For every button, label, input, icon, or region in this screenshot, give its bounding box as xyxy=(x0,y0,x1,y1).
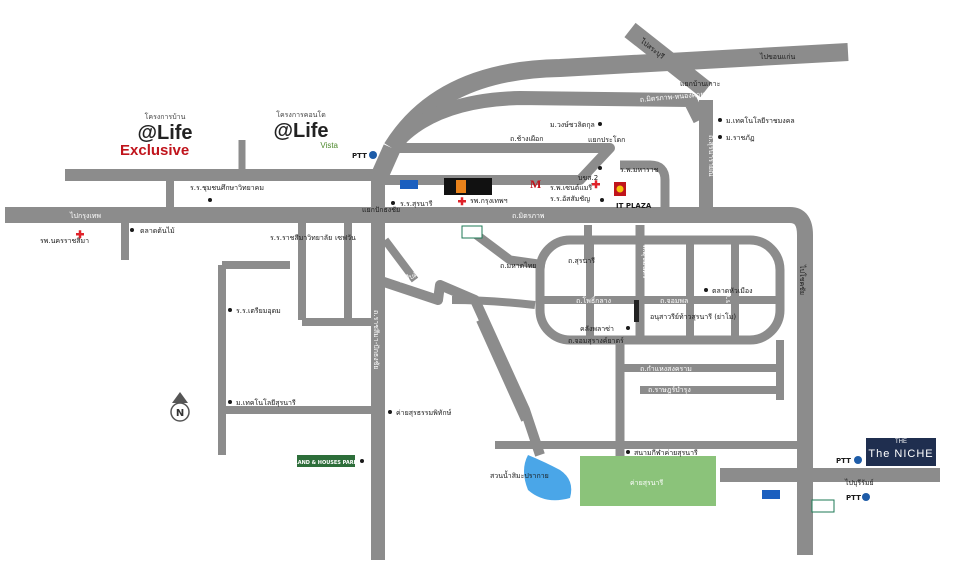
north-symbol: N xyxy=(176,408,184,419)
elife-vista-logo: โครงการคอนโด @Life Vista xyxy=(256,110,346,150)
label-mittraphap: ถ.มิตรภาพ xyxy=(512,212,545,220)
label-stadium: สนามกีฬาค่ายสุรนารี xyxy=(634,449,698,457)
label-kamhaeng: ถ.กำแหงสงคราม xyxy=(640,365,692,373)
elife-vista-sub: Vista xyxy=(320,141,338,150)
road-mukkhamontri xyxy=(467,226,546,270)
elife-exclusive-main: @Life xyxy=(137,122,193,144)
road-mid-link xyxy=(451,296,536,309)
the-niche-main: The NICHE xyxy=(868,448,934,460)
hospital-cross-icon xyxy=(76,180,600,239)
ptt-icon xyxy=(369,151,377,159)
m-logo: M xyxy=(530,177,541,191)
label-bordor2: บขส.2 xyxy=(578,174,598,182)
north-arrow-icon xyxy=(172,392,188,403)
label-west: ไปกรุงเทพ xyxy=(69,211,101,220)
elife-exclusive-sub: Exclusive xyxy=(120,142,190,159)
label-ratchasima-pakthongchai: ถ.ราชสีมา-ปักธงชัย xyxy=(372,310,380,369)
the-niche-logo: THE The NICHE xyxy=(866,438,936,466)
road-mittraphap xyxy=(5,207,813,555)
label-chomsurangyat: ถ.จอมสุรางค์ยาตร์ xyxy=(568,337,624,345)
label-camp-suranari: ค่ายสุรนารี xyxy=(630,479,663,487)
label-sunthornwat: ร.ร.สุรนารี xyxy=(400,200,433,208)
label-chomphon: ถ.จอมพล xyxy=(660,297,688,305)
label-east: ไปโชคชัย xyxy=(798,264,807,295)
label-mahamongkut: ร.พ.เซนต์แมรี่ xyxy=(550,183,592,192)
mall-logo-box xyxy=(444,178,492,195)
ptt-label-1: PTT xyxy=(352,152,367,160)
road-maharat-loop xyxy=(620,160,670,215)
road-old-city-moat xyxy=(535,235,785,345)
land-houses-logo xyxy=(297,455,355,467)
elife-exclusive-top: โครงการบ้าน xyxy=(144,114,186,121)
label-tech-suranari: ม.เทคโนโลยีสุรนารี xyxy=(236,398,296,407)
ptt-icon xyxy=(854,456,862,464)
label-hospital-bkk: รพ.กรุงเทพฯ xyxy=(470,197,508,205)
ptt-label-3: PTT xyxy=(846,494,861,502)
road-chang-phueak xyxy=(380,143,615,185)
bigc-logo xyxy=(400,180,418,189)
north-circle-icon xyxy=(170,402,190,422)
label-monument: อนุสาวรีย์ท้าวสุรนารี (ย่าโม) xyxy=(650,312,736,321)
label-nong: แยกปักธงชัย xyxy=(362,206,400,214)
label-camp: ค่ายสุรธรรมพิทักษ์ xyxy=(396,409,452,417)
label-suranarai: ถ.สุรนารายณ์ xyxy=(707,135,715,177)
label-chumchon: ร.ร.ชุมชนศึกษาวิทยาคม xyxy=(190,183,264,192)
elife-exclusive-logo: โครงการบ้าน @Life Exclusive xyxy=(120,112,210,159)
label-southeast: ไปบุรีรัมย์ xyxy=(844,478,874,487)
it-plaza-label: IT PLAZA xyxy=(616,202,652,210)
label-khlong: คลังพลาซ่า xyxy=(580,325,614,333)
elife-vista-top: โครงการคอนโด xyxy=(276,112,326,119)
road-mittraphap-nongkhai xyxy=(386,91,707,153)
water-park-lake xyxy=(524,455,572,501)
label-prakhon: แยกประโดก xyxy=(588,135,625,144)
label-thanon-suea: ถ.ชุมพล xyxy=(477,270,502,289)
label-suranari: ถ.สุรนารี xyxy=(568,257,595,265)
label-chang-phueak: ถ.ช้างเผือก xyxy=(510,135,544,143)
label-phonsaen: ถ.โพธิ์กลาง xyxy=(576,295,611,305)
label-ban-ko: แยกบ้านเกาะ xyxy=(680,80,721,88)
label-rajabhat: ม.ราชภัฏ xyxy=(726,134,755,142)
land-houses-label: LAND & HOUSES PARK xyxy=(295,460,359,466)
road-ring-connector xyxy=(371,144,401,179)
tesco-logo xyxy=(811,499,835,513)
elife-vista-main: @Life xyxy=(273,120,329,142)
bigc-logo xyxy=(762,490,780,499)
road-sueb-siri-north xyxy=(381,237,419,283)
camp-suranari-park xyxy=(580,456,716,506)
label-mahathai: ถ.มหาดไทย xyxy=(500,261,536,270)
label-talad-ngam: ตลาดต้นไม้ xyxy=(140,226,175,235)
ptt-label-2: PTT xyxy=(836,457,851,465)
label-saint-mary: เซฟวัน xyxy=(335,234,356,242)
label-park: สวนน้ำสิมะปรากาย xyxy=(490,469,549,480)
road-diagonal-2 xyxy=(476,318,529,422)
label-nakhon-hospital: รพ.นครราชสีมา xyxy=(40,237,89,245)
tesco-logo xyxy=(461,225,483,239)
label-mukkhamontri-v: ถ.มุขมนตรี xyxy=(641,245,649,279)
ptt-icon xyxy=(862,493,870,501)
label-ratbamrung: ถ.ราษฎร์บำรุง xyxy=(648,386,691,394)
label-thailand-tech: ม.เทคโนโลยีราชมงคล xyxy=(726,116,795,125)
label-ratchasima-school: ร.ร.ราชสีมาวิทยาลัย xyxy=(270,234,332,242)
label-assumption: ร.ร.อัสสัมชัญ xyxy=(550,195,590,203)
label-wat: ม.วงษ์ชวลิตกุล xyxy=(550,121,595,129)
monument-icon xyxy=(634,300,639,322)
label-market: ตลาดหัวเมือง xyxy=(712,287,753,295)
label-ratchadamnoen: ถ.ราชดำเนิน xyxy=(724,270,732,310)
label-maharat: ร.พ.มหาราช xyxy=(620,166,659,174)
label-kindergarten: ร.ร.เตรียมอุดม xyxy=(236,307,281,315)
the-niche-top: THE xyxy=(895,439,907,445)
label-north-khonkaen: ไปขอนแก่น xyxy=(759,52,795,61)
